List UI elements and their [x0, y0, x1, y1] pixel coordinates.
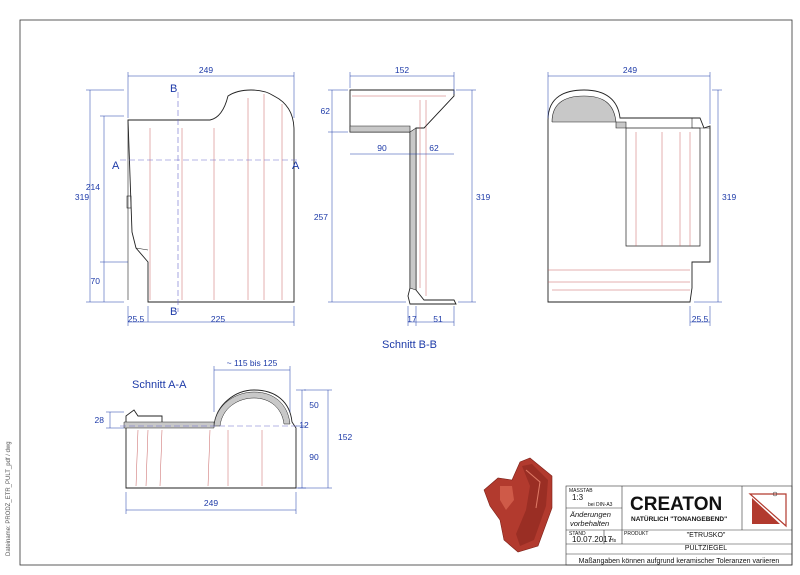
tb-massstab-label: MASSTAB: [569, 488, 593, 494]
v3-width-label: 249: [623, 65, 637, 75]
v2-top-62-label: 62: [321, 106, 331, 116]
section-bb-title: Schnitt B-B: [382, 339, 437, 351]
marker-b-bottom: B: [170, 306, 177, 318]
v2-mid-62-label: 62: [429, 143, 439, 153]
v4-12-label: 12: [299, 420, 309, 430]
v2-bottom-17-label: 17: [407, 314, 417, 324]
tile-product-image: [483, 457, 553, 553]
v4-range-label: ~ 115 bis 125: [227, 358, 278, 368]
v1-height-label: 319: [75, 192, 89, 202]
v1-bottom-left-label: 25.5: [128, 314, 145, 324]
v1-height-70-label: 70: [91, 276, 101, 286]
v2-left-257-label: 257: [314, 212, 328, 222]
tb-changes-line2: vorbehalten: [570, 519, 609, 528]
v2-mid-90-label: 90: [377, 143, 387, 153]
v1-width-label: 249: [199, 65, 213, 75]
v4-50-label: 50: [309, 400, 319, 410]
tb-disclaimer: Maßangaben können aufgrund keramischer T…: [579, 558, 780, 565]
view-section-bb: [349, 89, 457, 305]
tb-changes-line1: Änderungen: [569, 510, 611, 519]
tb-produkt-label: PRODUKT: [624, 531, 648, 537]
v4-width-label: 249: [204, 498, 218, 508]
view-section-aa: [120, 389, 300, 489]
marker-b-top: B: [170, 83, 177, 95]
v4-90-label: 90: [309, 452, 319, 462]
tb-product-type: PULTZIEGEL: [685, 545, 727, 552]
view-front-dimensions: [86, 72, 295, 326]
sheet-frame: [19, 19, 793, 566]
v2-bottom-51-label: 51: [433, 314, 443, 324]
tb-stand-label: STAND: [569, 531, 586, 537]
title-block: [565, 485, 793, 566]
v1-height-214-label: 214: [86, 182, 100, 192]
tb-product-name: "ETRUSKO": [687, 532, 726, 539]
section-aa-title: Schnitt A-A: [132, 379, 187, 391]
v2-width-label: 152: [395, 65, 409, 75]
v3-bottom-label: 25.5: [692, 314, 709, 324]
v4-152-label: 152: [338, 432, 352, 442]
view-back: [547, 89, 711, 303]
tb-date-value: 10.07.2017: [572, 535, 613, 544]
view-section-aa-dimensions: [106, 366, 332, 514]
view-front: [120, 89, 298, 312]
tb-revision-value: Hs: [610, 538, 617, 544]
view-back-dimensions: [547, 72, 722, 326]
brand-tagline: NATÜRLICH "TONANGEBEND": [631, 514, 727, 523]
marker-a-right: A: [292, 160, 300, 172]
v2-right-319-label: 319: [476, 192, 490, 202]
brand-logo-text: CREATON: [630, 494, 722, 515]
view-section-bb-dimensions: [328, 72, 476, 326]
tb-scale-value: 1:3: [572, 493, 584, 502]
brand-logo-mark-icon: [748, 491, 787, 528]
v1-bottom-right-label: 225: [211, 314, 225, 324]
tb-paper-label: bei DIN-A3: [588, 502, 613, 508]
v4-28-label: 28: [95, 415, 105, 425]
marker-a-left: A: [112, 160, 120, 172]
v3-right-319-label: 319: [722, 192, 736, 202]
